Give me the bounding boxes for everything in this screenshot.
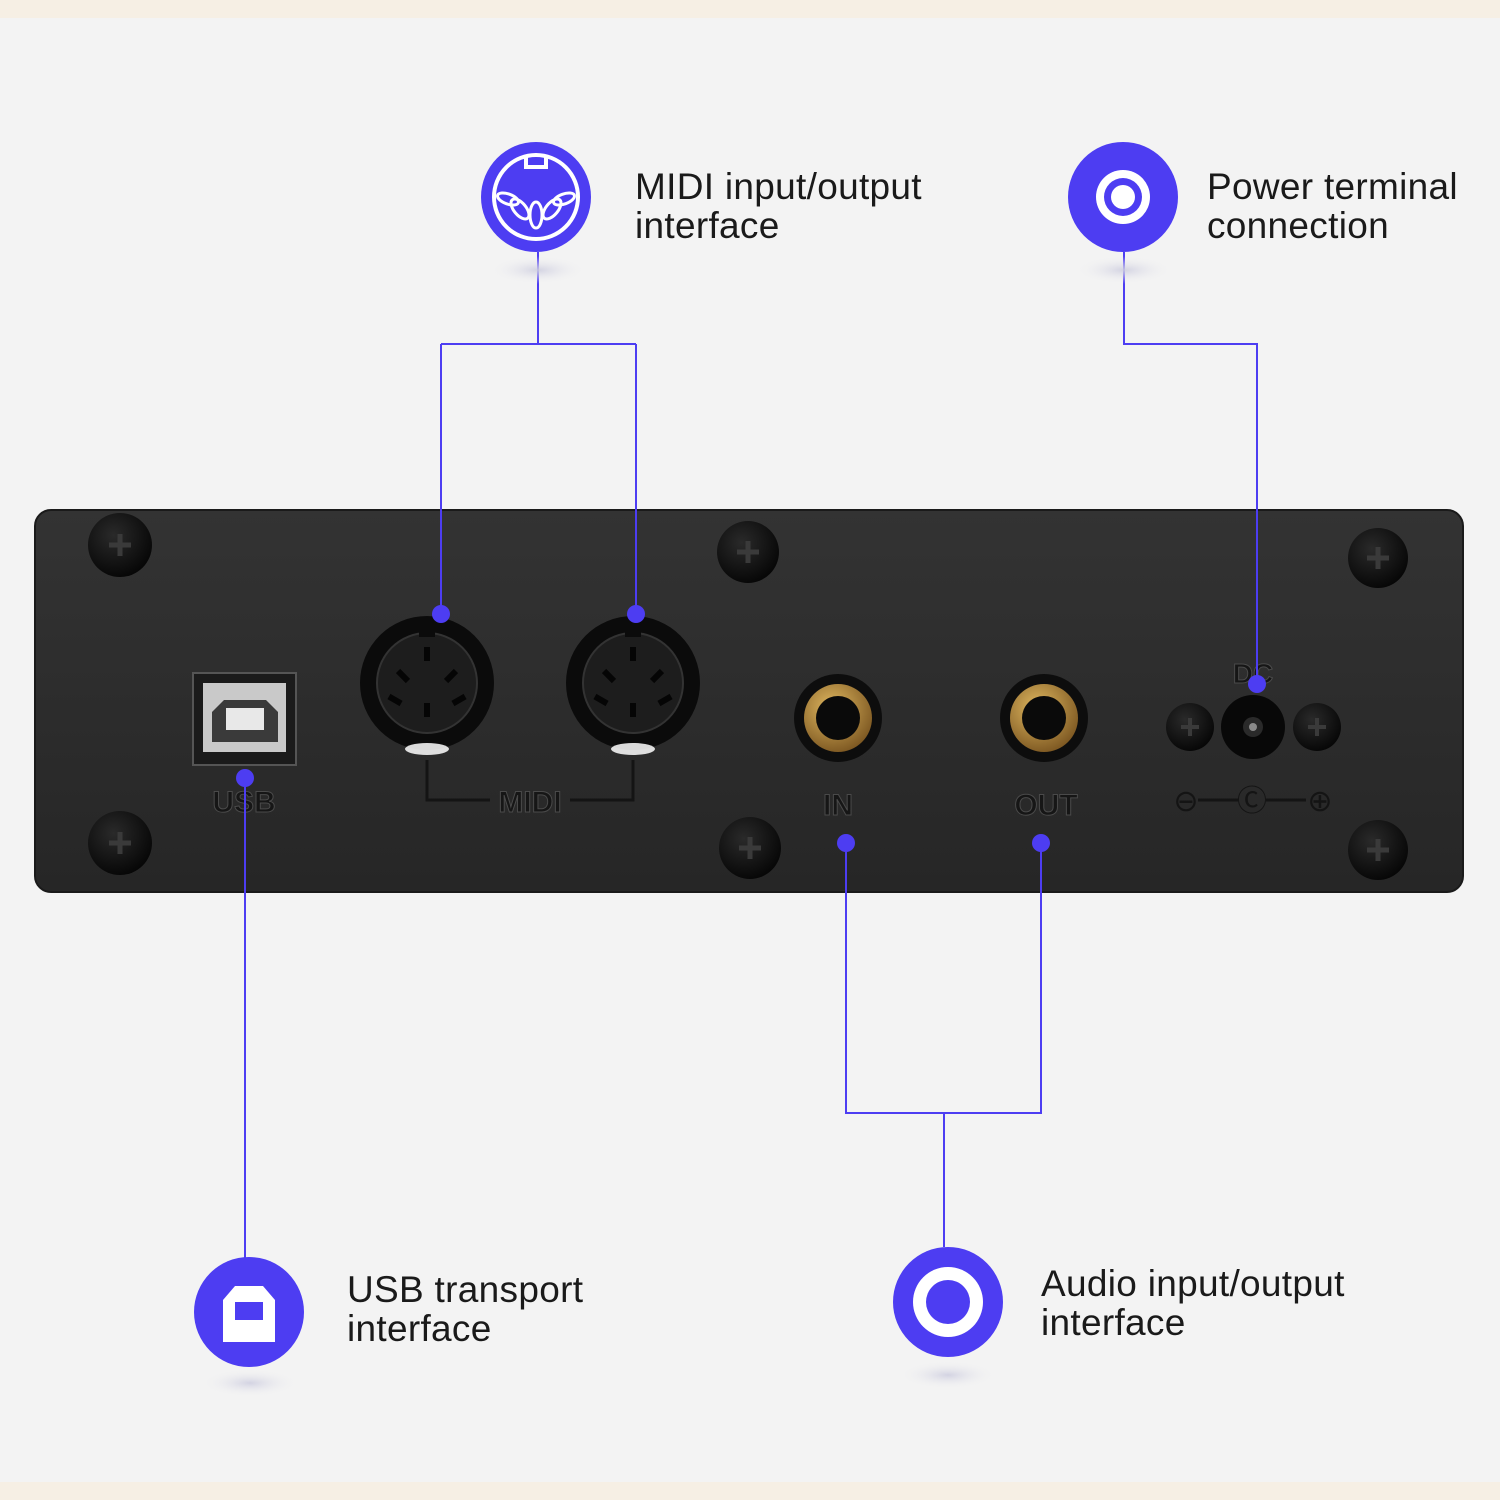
- dc-screw-right: [1293, 703, 1341, 751]
- power-ring-icon: [1068, 142, 1178, 252]
- dc-power-jack[interactable]: [1221, 695, 1285, 759]
- leader-lines: [244, 252, 1258, 1258]
- polarity-negative: ⊖: [1173, 784, 1198, 819]
- leader-dot: [432, 605, 450, 623]
- dc-screw-left: [1166, 703, 1214, 751]
- usb-callout-label: USB transport interface: [347, 1270, 583, 1348]
- audio-in-label: IN: [823, 789, 853, 822]
- icon-shadow: [202, 1369, 298, 1397]
- leader-dot: [1248, 675, 1266, 693]
- midi-callout-label: MIDI input/output interface: [635, 167, 922, 245]
- leader-dot: [1032, 834, 1050, 852]
- midi-callout-line1: MIDI input/output: [635, 166, 922, 207]
- usb-callout-line2: interface: [347, 1308, 492, 1349]
- audio-callout-line1: Audio input/output: [1041, 1263, 1345, 1304]
- screw: [719, 817, 781, 879]
- icon-shadow: [1076, 256, 1172, 284]
- screw: [88, 811, 152, 875]
- screw: [1348, 528, 1408, 588]
- screw: [1348, 820, 1408, 880]
- dc-label: DC: [1233, 658, 1273, 689]
- leader-dot: [236, 769, 254, 787]
- audio-ring-icon: [893, 1247, 1003, 1357]
- audio-in-jack[interactable]: [794, 674, 882, 762]
- audio-out-label: OUT: [1014, 789, 1077, 822]
- usb-b-port[interactable]: [192, 672, 297, 766]
- midi-din-icon: [481, 142, 591, 252]
- audio-callout-line2: interface: [1041, 1302, 1186, 1343]
- audio-callout-label: Audio input/output interface: [1041, 1264, 1345, 1342]
- screw: [88, 513, 152, 577]
- usb-b-icon: [194, 1257, 304, 1367]
- audio-leader-line: [845, 843, 1042, 1247]
- power-callout-line2: connection: [1207, 205, 1389, 246]
- power-callout-label: Power terminal connection: [1207, 167, 1458, 245]
- polarity-symbol: ⊖ Ⓒ ⊕: [1173, 784, 1332, 819]
- midi-callout-line2: interface: [635, 205, 780, 246]
- polarity-center: Ⓒ: [1237, 784, 1267, 819]
- leader-dot: [837, 834, 855, 852]
- midi-port-right[interactable]: [566, 616, 700, 755]
- power-callout-line1: Power terminal: [1207, 166, 1458, 207]
- leader-dot: [627, 605, 645, 623]
- usb-callout-line1: USB transport: [347, 1269, 584, 1310]
- audio-out-jack[interactable]: [1000, 674, 1088, 762]
- leader-dots: [236, 605, 1266, 852]
- midi-leader-line: [440, 252, 637, 614]
- rear-panel: [34, 509, 1464, 893]
- power-leader-line: [1123, 252, 1258, 684]
- polarity-positive: ⊕: [1307, 784, 1332, 819]
- midi-port-left[interactable]: [360, 616, 494, 755]
- icon-shadow: [490, 256, 586, 284]
- bottom-band: [0, 1482, 1500, 1500]
- midi-port-label: MIDI: [498, 786, 561, 819]
- screw: [717, 521, 779, 583]
- icon-shadow: [900, 1361, 996, 1389]
- midi-bracket: [425, 760, 635, 802]
- top-band: [0, 0, 1500, 18]
